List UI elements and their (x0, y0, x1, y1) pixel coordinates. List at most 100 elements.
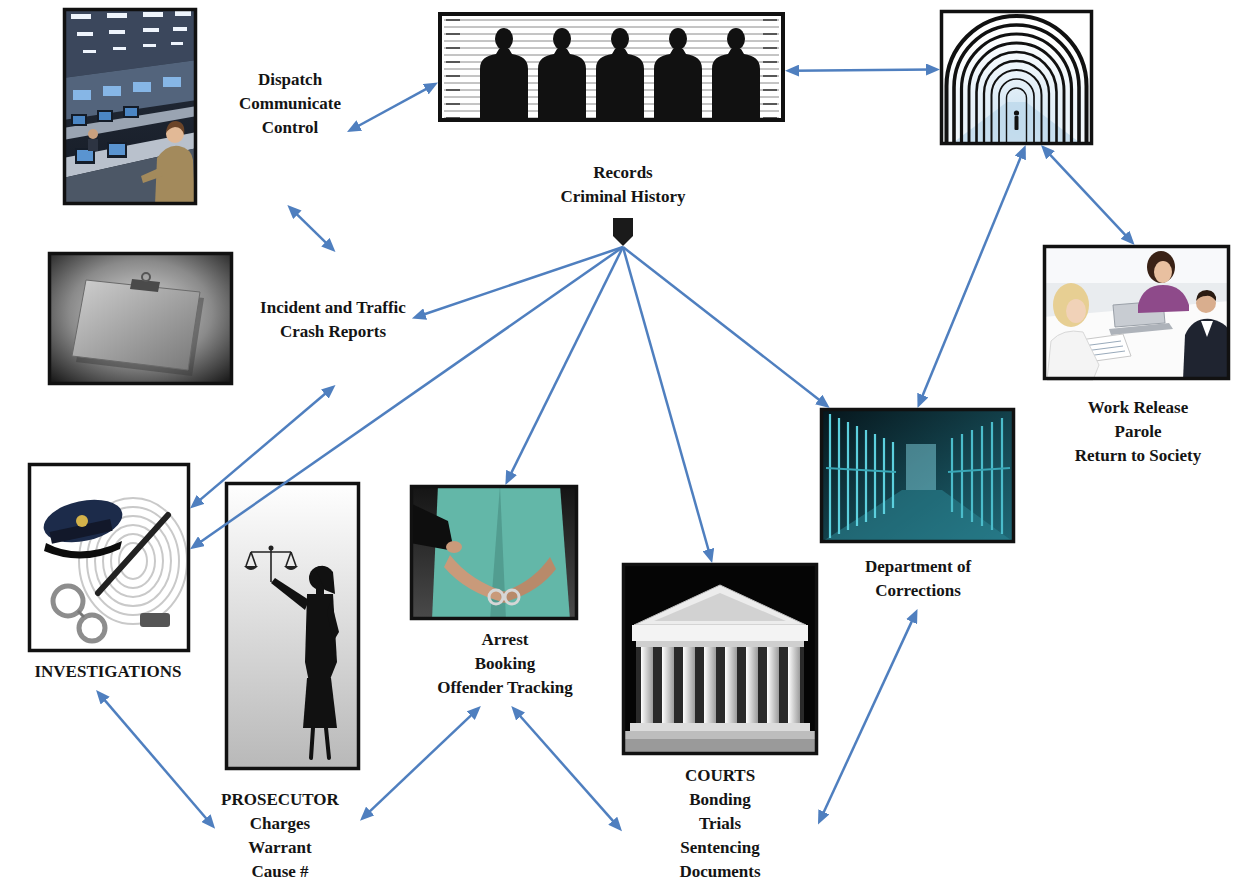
dispatch-photo (173, 27, 187, 31)
courthouse-photo (632, 625, 808, 641)
jail-cells-photo (892, 442, 894, 508)
prosecutor-photo (225, 482, 360, 770)
investigation-photo (30, 465, 189, 651)
tunnel-photo (969, 43, 1064, 145)
tunnel-photo (984, 61, 1049, 145)
prosecutor-photo (271, 578, 309, 610)
dispatch-photo (88, 129, 98, 139)
courthouse-photo (641, 647, 800, 723)
photo-node: Records Criminal History (438, 12, 785, 247)
lineup-photo (438, 12, 785, 122)
meeting-photo (1147, 251, 1175, 283)
dispatch-photo (63, 8, 197, 205)
arrest-photo (489, 590, 503, 604)
dispatch-photo (73, 108, 137, 124)
jail-cells-photo (838, 418, 840, 534)
arrest-photo (489, 590, 519, 604)
jail-cells-photo (883, 438, 885, 514)
dispatch-photo (77, 150, 93, 161)
lineup-photo (480, 28, 760, 122)
tunnel-photo (947, 16, 1087, 145)
dispatch-photo (109, 30, 125, 34)
meeting-photo (1053, 283, 1089, 327)
arrest-photo (500, 557, 556, 603)
photo-node: Dispatch Communicate Control (63, 8, 347, 205)
courthouse-photo (788, 647, 800, 723)
lineup-photo (654, 28, 702, 122)
flow-arrow (419, 247, 623, 316)
prosecutor-photo (271, 566, 339, 728)
investigation-photo (40, 493, 127, 549)
meeting-photo (1109, 323, 1173, 335)
jail-cells-photo (874, 434, 876, 518)
courthouse-photo (636, 641, 804, 647)
dispatch-photo (103, 86, 121, 96)
tunnel-photo (947, 16, 1087, 145)
dispatch-photo (143, 12, 163, 17)
node-label: PROSECUTOR Charges Warrant Cause # (221, 788, 339, 884)
photo-node: Department of Corrections (820, 408, 1015, 609)
investigation-photo (79, 615, 105, 641)
dispatch-photo (166, 121, 184, 135)
investigation-photo (76, 515, 88, 527)
courthouse-photo (622, 563, 818, 755)
arrest-photo (444, 555, 508, 603)
dispatch-photo (65, 10, 196, 204)
jail-cells-photo (951, 438, 953, 512)
lineup-photo (596, 28, 644, 122)
jail-cells-photo (822, 410, 1014, 542)
jail-cells-photo (826, 468, 896, 472)
arrest-photo (432, 485, 570, 620)
courthouse-photo (654, 593, 786, 621)
meeting-photo (1183, 319, 1230, 380)
jail-cells-photo (829, 414, 831, 538)
photo-node (940, 10, 1093, 145)
meeting-photo (1138, 285, 1189, 313)
prosecutor-photo (269, 546, 274, 551)
tunnel-photo (999, 79, 1034, 145)
jail-cells-photo (1001, 418, 1003, 534)
clipboard-photo (50, 254, 232, 384)
prosecutor-photo (327, 600, 339, 642)
lineup-photo (438, 12, 785, 122)
dispatch-photo (83, 50, 96, 53)
investigation-photo (111, 534, 155, 588)
courthouse-photo (625, 731, 815, 739)
clipboard-photo (48, 252, 233, 385)
investigation-photo (28, 463, 190, 652)
dispatch-photo (73, 90, 91, 100)
dispatch-photo (133, 82, 151, 92)
investigation-photo (140, 613, 170, 627)
dispatch-photo (171, 42, 183, 45)
dispatch-photo (99, 112, 111, 120)
flow-arrow (365, 711, 476, 816)
dispatch-photo (71, 114, 87, 126)
prosecutor-photo (251, 551, 291, 553)
prosecutor-photo (311, 728, 329, 758)
prosecutor-photo (270, 548, 272, 582)
courthouse-photo (636, 647, 804, 723)
courthouse-photo (625, 739, 815, 752)
prosecutor-photo (246, 548, 296, 582)
flow-arrow (821, 615, 915, 818)
investigation-photo (103, 525, 163, 597)
courthouse-photo (683, 647, 695, 723)
prosecutor-photo (227, 484, 359, 769)
photo-node: COURTS Bonding Trials Sentencing Documen… (622, 563, 818, 890)
dispatch-photo (107, 13, 127, 18)
node-label: Dispatch Communicate Control (239, 68, 341, 140)
dispatch-photo (71, 14, 91, 19)
flow-arrow (101, 695, 211, 823)
tunnel-photo (940, 10, 1093, 145)
prosecutor-photo (251, 552, 256, 566)
dispatch-photo (63, 8, 197, 205)
jail-cells-photo (830, 414, 893, 538)
meeting-photo (1043, 245, 1230, 380)
tunnel-photo (1007, 88, 1027, 145)
dispatch-photo (73, 77, 181, 100)
node-label: Incident and Traffic Crash Reports (260, 296, 406, 344)
prosecutor-photo (244, 566, 258, 570)
meeting-photo (1154, 261, 1172, 283)
courthouse-photo (641, 647, 653, 723)
